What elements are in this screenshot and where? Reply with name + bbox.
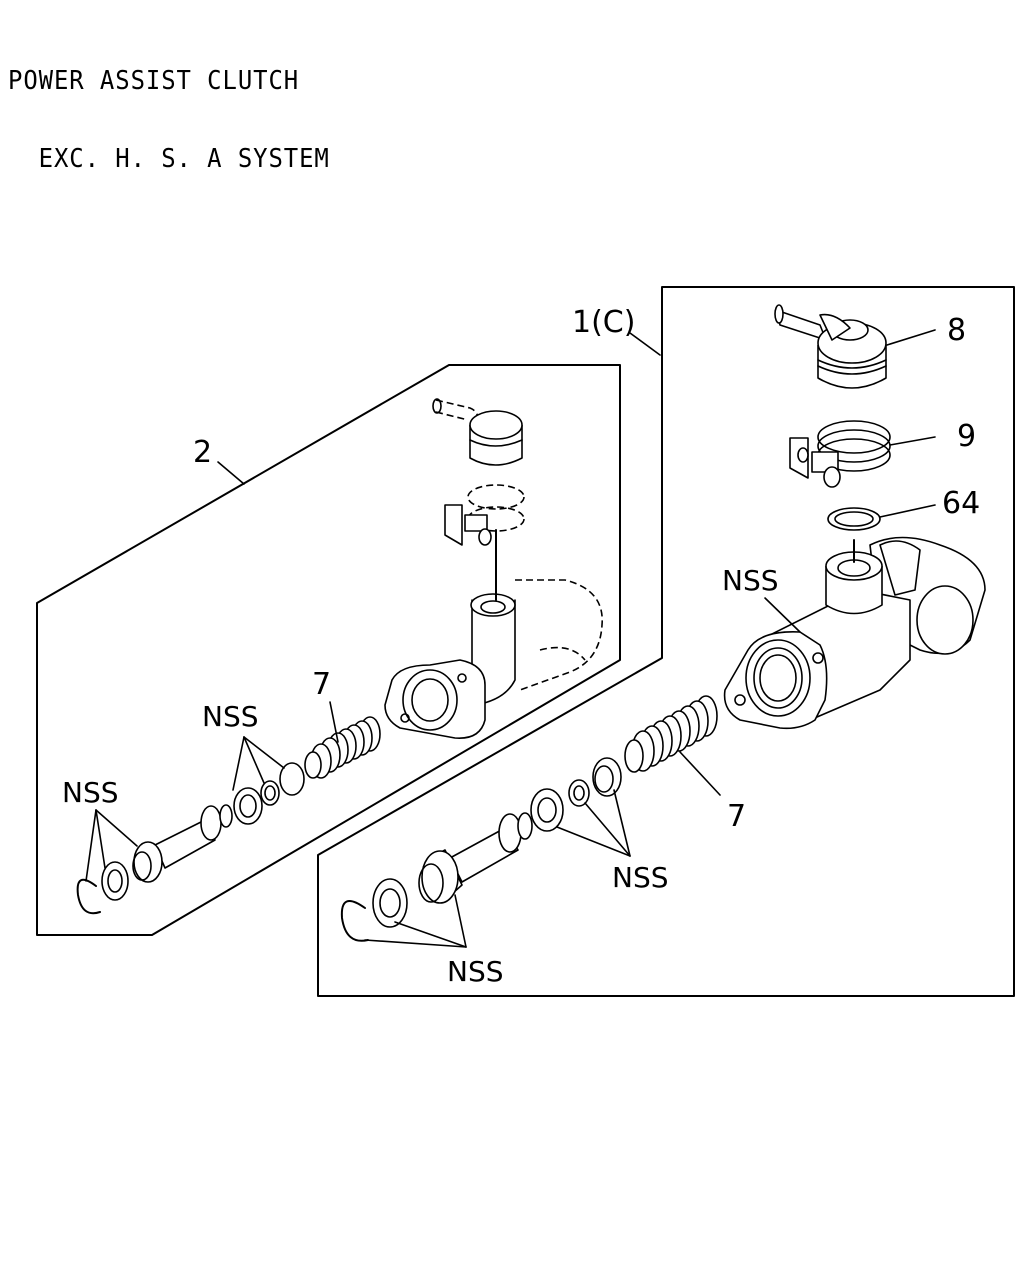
right-assembly-group: 1(C) 8 9 64 NSS 7 NSS NSS xyxy=(317,286,1015,997)
title-line-2: EXC. H. S. A SYSTEM xyxy=(8,144,330,174)
callout-1c: 1(C) xyxy=(572,305,635,340)
right-clamp xyxy=(789,420,891,488)
right-snap-ring xyxy=(340,899,369,942)
right-spring xyxy=(624,695,718,773)
right-reservoir xyxy=(774,304,887,389)
left-reservoir xyxy=(432,398,523,466)
callout-nss-left-seals: NSS xyxy=(202,700,259,733)
right-leaders xyxy=(364,329,936,948)
left-assembly-group: 2 7 NSS NSS xyxy=(36,364,621,936)
right-assembly-frame xyxy=(317,286,1015,997)
right-seal-set xyxy=(530,757,622,832)
right-piston xyxy=(372,812,533,928)
callout-nss-right-snap: NSS xyxy=(447,955,504,988)
title-line-1: POWER ASSIST CLUTCH xyxy=(8,66,300,96)
callout-64: 64 xyxy=(942,486,980,521)
right-o-ring-inner xyxy=(834,511,874,527)
right-cylinder-body xyxy=(723,536,986,730)
left-spring xyxy=(304,716,381,779)
left-snap-ring xyxy=(76,878,101,915)
callout-7-left: 7 xyxy=(312,667,331,702)
callout-nss-right-seals: NSS xyxy=(612,861,669,894)
callout-9: 9 xyxy=(957,419,976,454)
left-cylinder-body xyxy=(384,579,603,739)
callout-8: 8 xyxy=(947,313,966,348)
callout-nss-body: NSS xyxy=(722,564,779,597)
left-seal-set xyxy=(233,762,305,825)
left-piston xyxy=(101,804,233,901)
left-clamp xyxy=(444,484,525,601)
callout-7-right: 7 xyxy=(727,799,746,834)
left-assembly-frame xyxy=(36,364,621,936)
callout-2: 2 xyxy=(193,435,212,470)
callout-nss-left-snap: NSS xyxy=(62,776,119,809)
diagram-title: POWER ASSIST CLUTCH EXC. H. S. A SYSTEM xyxy=(8,16,358,198)
left-leaders xyxy=(85,461,339,882)
